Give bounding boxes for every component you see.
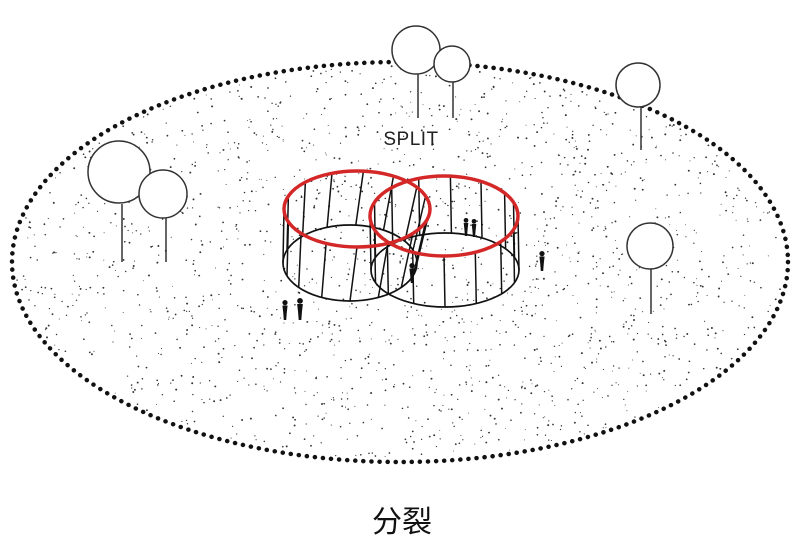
post (400, 233, 414, 288)
top-ring-left (282, 169, 432, 249)
post (480, 181, 483, 239)
post (404, 187, 418, 242)
diagram-label: SPLIT (383, 129, 438, 150)
person-icon (463, 218, 469, 236)
tree-icon (391, 25, 441, 118)
post (517, 215, 520, 271)
ground-stipple (16, 64, 781, 458)
person-icon (539, 251, 545, 271)
post (382, 175, 395, 231)
tree-icon (615, 62, 661, 150)
site-boundary (9, 59, 791, 465)
post (349, 246, 358, 302)
post (386, 241, 390, 294)
post (474, 252, 478, 304)
post (355, 170, 365, 226)
person-icon (471, 219, 477, 237)
post (390, 187, 394, 244)
post (320, 243, 327, 298)
person-icon (282, 300, 288, 320)
post (512, 229, 516, 283)
post (443, 255, 446, 308)
top-ring-right (368, 174, 520, 258)
post (282, 208, 285, 264)
diagram-caption: 分裂 (372, 505, 432, 540)
post (499, 241, 503, 294)
post (297, 233, 302, 288)
post (286, 221, 290, 277)
tree-icon (87, 140, 151, 262)
tree-icon (626, 222, 674, 314)
people (282, 218, 545, 320)
post (412, 221, 427, 277)
post (377, 243, 389, 298)
tree-icon (433, 45, 471, 118)
post (326, 173, 333, 228)
post (449, 176, 453, 234)
person-icon (297, 298, 303, 320)
tree-icon (138, 169, 188, 262)
trees (87, 25, 674, 314)
person-icon (409, 263, 415, 283)
post (373, 229, 377, 283)
pavilion-structure (282, 169, 520, 308)
post (301, 182, 307, 237)
